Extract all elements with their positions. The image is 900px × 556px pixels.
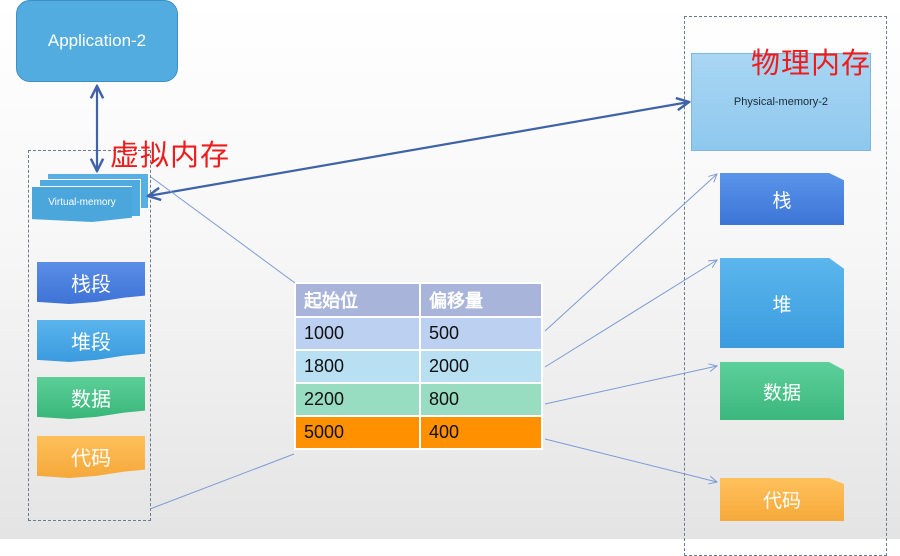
block-label: 栈 [772,190,792,212]
segment-table: 起始位 偏移量 1000 500 1800 2000 2200 800 5000… [294,282,543,450]
physical-block-code: 代码 [720,478,844,521]
physical-block-data: 数据 [720,362,844,420]
segment-label: 栈段 [71,274,111,296]
segment-label: 代码 [71,448,111,470]
vm-to-table-line [150,176,296,284]
cell-start: 1800 [294,349,421,384]
virtual-memory-pages: Virtual-memory [32,172,152,222]
virtual-memory-label: Virtual-memory [48,197,116,208]
table-row: 1000 500 [294,316,543,351]
virtual-memory-container [28,150,151,521]
physical-memory-label: Physical-memory-2 [733,96,829,108]
vm-page-front: Virtual-memory [32,186,132,222]
block-label: 堆 [772,294,792,316]
virtual-segment-heap: 堆段 [37,320,145,362]
cell-offset: 800 [419,382,543,417]
cell-offset: 400 [419,415,543,450]
physical-block-stack: 栈 [720,173,844,225]
virtual-memory-title: 虚拟内存 [110,138,231,172]
cell-start: 1000 [294,316,421,351]
application-2-box: Application-2 [16,0,178,82]
header-start: 起始位 [294,282,421,318]
physical-memory-title: 物理内存 [751,46,872,80]
cell-offset: 2000 [419,349,543,384]
physical-block-heap: 堆 [720,258,844,348]
virtual-segment-code: 代码 [37,436,145,478]
table-row: 1800 2000 [294,349,543,384]
vm-bottom-to-table-line [149,453,295,510]
header-offset: 偏移量 [419,282,543,318]
block-label: 数据 [762,382,801,404]
virtual-segment-stack: 栈段 [37,262,145,304]
segment-label: 堆段 [71,332,111,354]
table-row: 2200 800 [294,382,543,417]
block-label: 代码 [762,491,801,512]
application-label: Application-2 [47,31,147,50]
cell-start: 5000 [294,415,421,450]
cell-start: 2200 [294,382,421,417]
table-header-row: 起始位 偏移量 [294,282,543,318]
table-row: 5000 400 [294,415,543,450]
cell-offset: 500 [419,316,543,351]
physical-memory-2-box: Physical-memory-2 [691,53,871,151]
segment-label: 数据 [71,389,111,411]
virtual-segment-data: 数据 [37,377,145,419]
